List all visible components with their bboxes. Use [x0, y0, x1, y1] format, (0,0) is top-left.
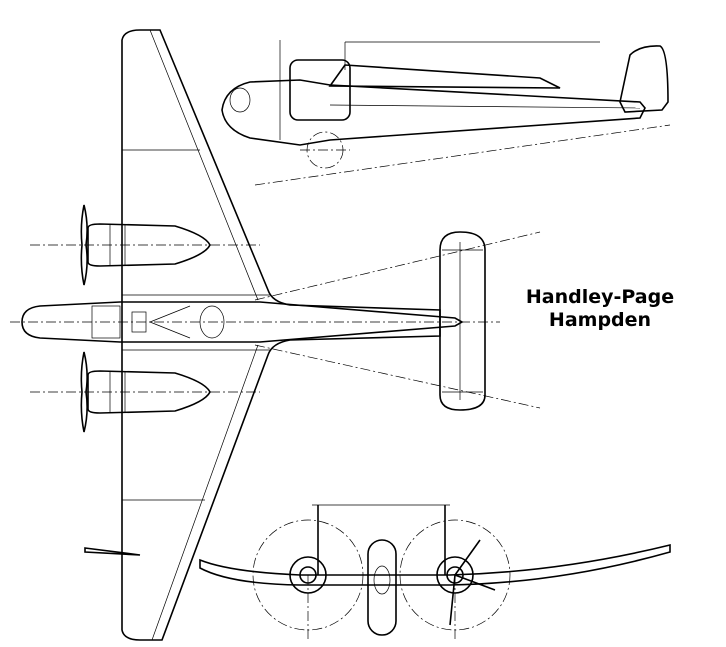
side-view	[221, 40, 671, 186]
title-line-1: Handley-Page	[525, 286, 675, 308]
top-view	[10, 29, 541, 641]
front-view	[84, 504, 671, 640]
title-line-2: Hampden	[548, 309, 652, 331]
aircraft-title: Handley-Page Hampden	[520, 286, 680, 332]
